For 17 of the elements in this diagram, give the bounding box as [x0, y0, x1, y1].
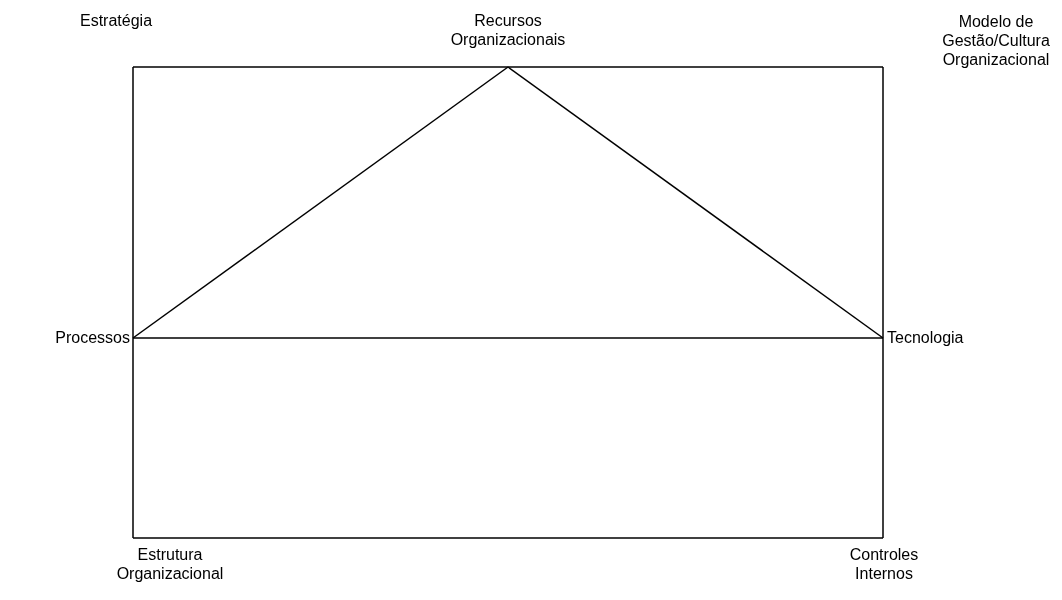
connector-line	[882, 337, 884, 539]
connector-line	[132, 537, 884, 539]
vertex-label: Processos	[8, 328, 130, 347]
connector-line	[507, 66, 884, 339]
vertex-label: Tecnologia	[887, 328, 987, 347]
vertex-label: Recursos Organizacionais	[418, 11, 598, 49]
vertex-label: Modelo de Gestão/Cultura Organizacional	[938, 12, 1054, 69]
connector-line	[132, 66, 509, 68]
connector-line	[507, 66, 884, 68]
vertex-label: Controles Internos	[838, 545, 930, 583]
connector-line	[132, 337, 884, 339]
connector-line	[132, 66, 134, 339]
vertex-label: Estratégia	[80, 11, 166, 30]
connector-line	[132, 66, 509, 339]
connector-line	[132, 337, 134, 539]
vertex-label: Estrutura Organizacional	[108, 545, 232, 583]
connector-line	[882, 66, 884, 339]
